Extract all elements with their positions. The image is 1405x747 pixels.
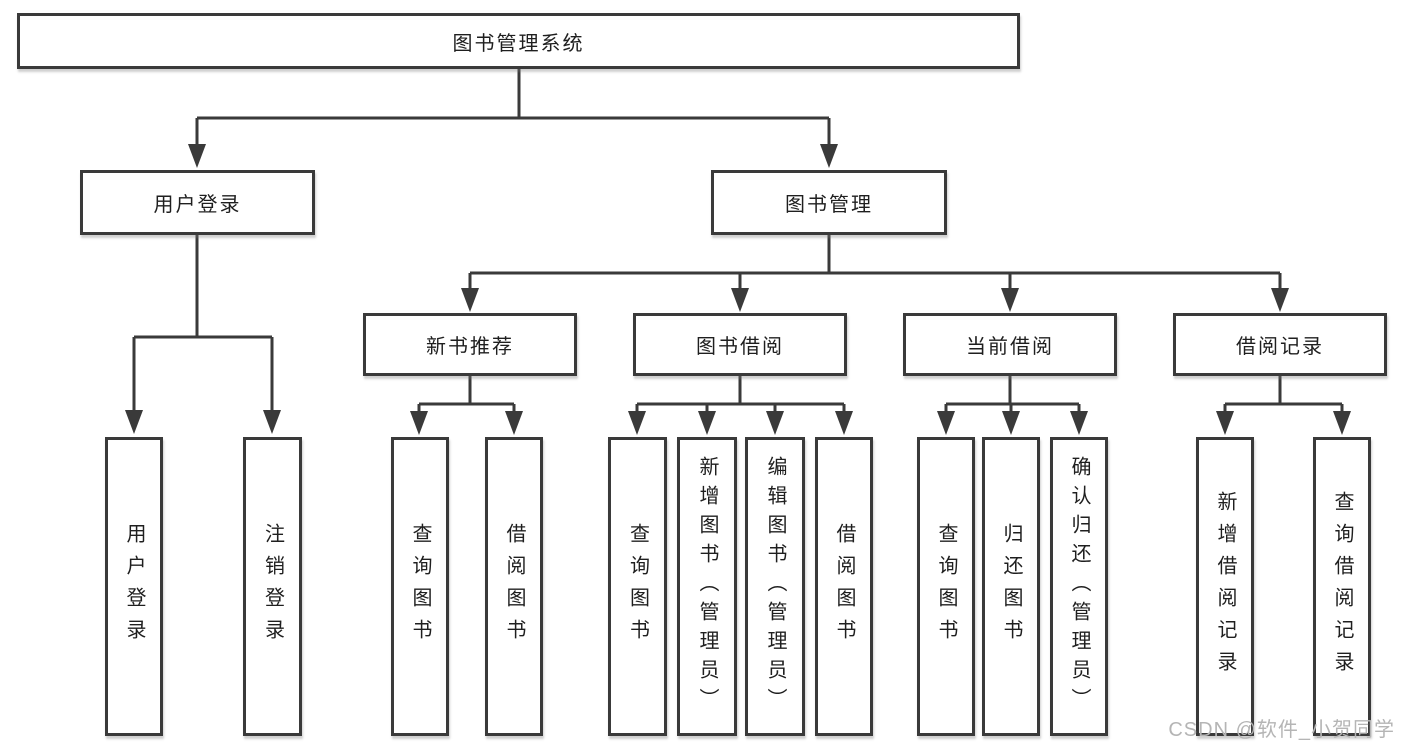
node-borrow-records: 借阅记录 — [1173, 313, 1387, 376]
leaf-add-borrow-record: 新增借阅记录 — [1196, 437, 1254, 736]
node-user-login: 用户登录 — [80, 170, 315, 235]
node-label: 查询图书 — [409, 522, 431, 651]
node-book-management: 图书管理 — [711, 170, 947, 235]
connector-user-login-children — [125, 235, 281, 434]
node-label: 新书推荐 — [426, 336, 514, 358]
connector-new-book-children — [410, 376, 523, 435]
leaf-query-books-current: 查询图书 — [917, 437, 975, 736]
node-label: 查询图书 — [935, 522, 957, 651]
leaf-add-books-admin: 新增图书（管理员） — [677, 437, 737, 736]
node-label: 当前借阅 — [966, 336, 1054, 358]
node-label: 注销登录 — [261, 522, 284, 651]
node-label: 借阅图书 — [503, 522, 525, 651]
leaf-logout: 注销登录 — [243, 437, 302, 736]
node-label: 图书管理 — [785, 194, 873, 216]
leaf-query-borrow-record: 查询借阅记录 — [1313, 437, 1371, 736]
node-label: 图书管理系统 — [452, 32, 585, 55]
leaf-return-books: 归还图书 — [982, 437, 1040, 736]
node-label: 新增借阅记录 — [1214, 490, 1236, 683]
node-label: 查询借阅记录 — [1331, 490, 1353, 683]
node-root: 图书管理系统 — [17, 13, 1020, 69]
node-label: 借阅图书 — [833, 522, 855, 651]
leaf-edit-books-admin: 编辑图书（管理员） — [745, 437, 805, 736]
connector-book-borrow-children — [628, 376, 853, 435]
connector-current-borrow-children — [937, 376, 1088, 435]
node-label: 归还图书 — [1000, 522, 1022, 651]
node-label: 借阅记录 — [1236, 336, 1324, 358]
csdn-watermark: CSDN @软件_小贺同学 — [1168, 719, 1395, 741]
connector-root-to-level2 — [188, 69, 838, 168]
node-label: 编辑图书（管理员） — [764, 456, 786, 717]
leaf-query-books-recommend: 查询图书 — [391, 437, 449, 736]
node-current-borrow: 当前借阅 — [903, 313, 1117, 376]
node-label: 新增图书（管理员） — [696, 456, 718, 717]
node-label: 确认归还（管理员） — [1068, 456, 1090, 717]
leaf-query-books-borrow: 查询图书 — [608, 437, 667, 736]
node-label: 查询图书 — [626, 522, 649, 651]
connector-borrow-records-children — [1216, 376, 1351, 435]
leaf-borrow-books: 借阅图书 — [815, 437, 873, 736]
leaf-confirm-return-admin: 确认归还（管理员） — [1050, 437, 1108, 736]
node-label: 用户登录 — [123, 522, 145, 651]
leaf-borrow-books-recommend: 借阅图书 — [485, 437, 543, 736]
node-new-book-recommend: 新书推荐 — [363, 313, 577, 376]
leaf-user-login: 用户登录 — [105, 437, 163, 736]
node-book-borrow: 图书借阅 — [633, 313, 847, 376]
node-label: 用户登录 — [153, 194, 242, 216]
connector-book-management-children — [461, 235, 1289, 312]
node-label: 图书借阅 — [696, 336, 784, 358]
